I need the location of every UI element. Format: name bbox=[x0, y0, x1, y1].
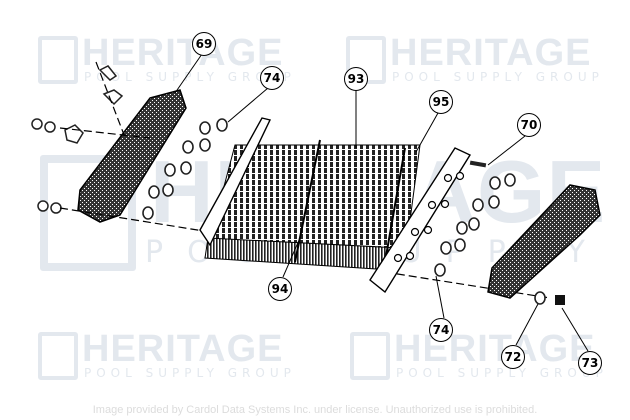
callout-74-bottom[interactable]: 74 bbox=[429, 318, 453, 342]
watermark-subtitle: POOL SUPPLY GROUP bbox=[396, 366, 608, 380]
watermark-title: HERITAGE bbox=[394, 328, 596, 370]
assembly-lines bbox=[59, 61, 551, 299]
callout-95[interactable]: 95 bbox=[429, 90, 453, 114]
callout-93[interactable]: 93 bbox=[344, 67, 368, 91]
leader-lines bbox=[174, 53, 589, 352]
callout-74-top[interactable]: 74 bbox=[260, 66, 284, 90]
watermark-title: HERITAGE bbox=[390, 32, 592, 74]
fittings-left bbox=[31, 65, 124, 214]
callout-94[interactable]: 94 bbox=[268, 277, 292, 301]
copyright-notice: Image provided by Cardol Data Systems In… bbox=[92, 404, 538, 416]
return-header-part bbox=[487, 184, 601, 299]
cap-part bbox=[555, 295, 565, 305]
heritage-logo-icon bbox=[350, 332, 390, 380]
callout-72[interactable]: 72 bbox=[501, 345, 525, 369]
watermark-subtitle: POOL SUPPLY GROUP bbox=[392, 70, 604, 84]
heritage-logo-icon bbox=[38, 332, 78, 380]
callout-73[interactable]: 73 bbox=[578, 351, 602, 375]
heritage-logo-icon bbox=[40, 155, 136, 271]
watermark-subtitle: POOL SUPPLY GROUP bbox=[84, 70, 296, 84]
heritage-logo-icon bbox=[38, 36, 78, 84]
callout-70[interactable]: 70 bbox=[517, 113, 541, 137]
watermark-title: HERITAGE bbox=[82, 32, 284, 74]
watermark-title: HERITAGE bbox=[82, 328, 284, 370]
heat-exchanger-tube-bundle bbox=[199, 117, 487, 294]
gasket-rings bbox=[142, 118, 546, 305]
watermark-subtitle: POOL SUPPLY GROUP bbox=[84, 366, 296, 380]
inlet-outlet-header-part bbox=[77, 89, 187, 223]
callout-69[interactable]: 69 bbox=[192, 32, 216, 56]
